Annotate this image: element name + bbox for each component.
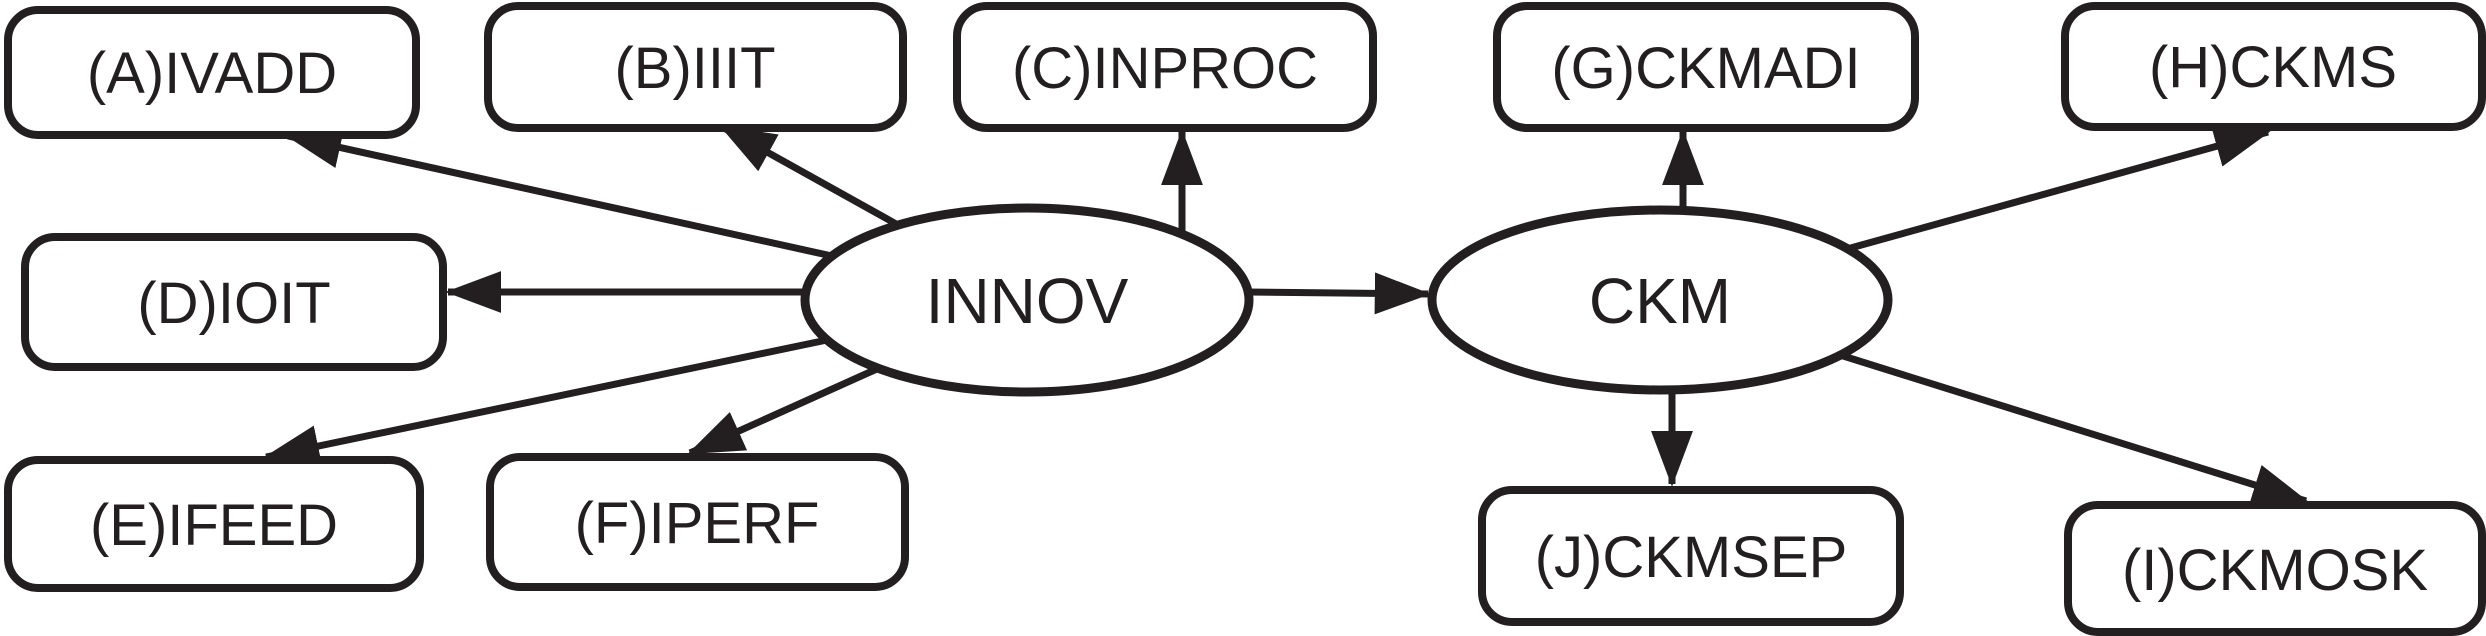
node-f-box <box>486 453 909 591</box>
node-i-label: (I)CKMOSK <box>2122 538 2428 603</box>
node-a-ivadd: (A)IVADD <box>4 6 420 139</box>
node-ckm-label: CKM <box>1589 265 1731 337</box>
node-h-label: (H)CKMS <box>2149 35 2397 100</box>
node-j-box <box>1478 486 1904 626</box>
node-ckm-ellipse <box>1427 205 1893 395</box>
edge-ckm-to-i <box>1838 351 2309 506</box>
node-c-inproc: (C)INPROC <box>953 2 1377 132</box>
edge-group <box>263 123 2309 506</box>
node-e-ifeed: (E)IFEED <box>4 456 424 592</box>
node-c-box <box>953 2 1377 132</box>
edge-innov-to-f <box>687 364 881 457</box>
node-d-label: (D)IOIT <box>137 271 330 336</box>
node-j-label: (J)CKMSEP <box>1535 525 1848 590</box>
node-g-ckmadi: (G)CKMADI <box>1493 2 1919 132</box>
node-h-box <box>2061 2 2486 131</box>
node-e-label: (E)IFEED <box>90 493 338 558</box>
node-d-box <box>21 233 447 371</box>
node-d-ioit: (D)IOIT <box>21 233 447 371</box>
node-c-label: (C)INPROC <box>1012 36 1318 101</box>
edge-innov-to-b <box>719 123 900 229</box>
edge-ckm-to-h <box>1846 126 2271 253</box>
node-innov: INNOV <box>800 203 1254 397</box>
node-b-label: (B)IIIT <box>614 36 775 101</box>
node-g-label: (G)CKMADI <box>1551 36 1860 101</box>
node-h-ckms: (H)CKMS <box>2061 2 2486 131</box>
node-innov-label: INNOV <box>926 265 1129 337</box>
node-i-ckmosk: (I)CKMOSK <box>2064 501 2486 636</box>
node-j-ckmsep: (J)CKMSEP <box>1478 486 1904 626</box>
node-e-box <box>4 456 424 592</box>
edge-innov-to-ckm <box>1247 272 1431 315</box>
node-a-box <box>4 6 420 139</box>
node-g-box <box>1493 2 1919 132</box>
edge-innov-to-e <box>263 336 828 467</box>
node-b-iiit: (B)IIIT <box>484 2 907 132</box>
node-f-iperf: (F)IPERF <box>486 453 909 591</box>
edge-innov-to-a <box>285 126 833 260</box>
node-i-box <box>2064 501 2486 636</box>
node-b-box <box>484 2 907 132</box>
node-f-label: (F)IPERF <box>575 491 820 556</box>
node-innov-ellipse <box>800 203 1254 397</box>
node-ckm: CKM <box>1427 205 1893 395</box>
node-a-label: (A)IVADD <box>87 41 337 106</box>
